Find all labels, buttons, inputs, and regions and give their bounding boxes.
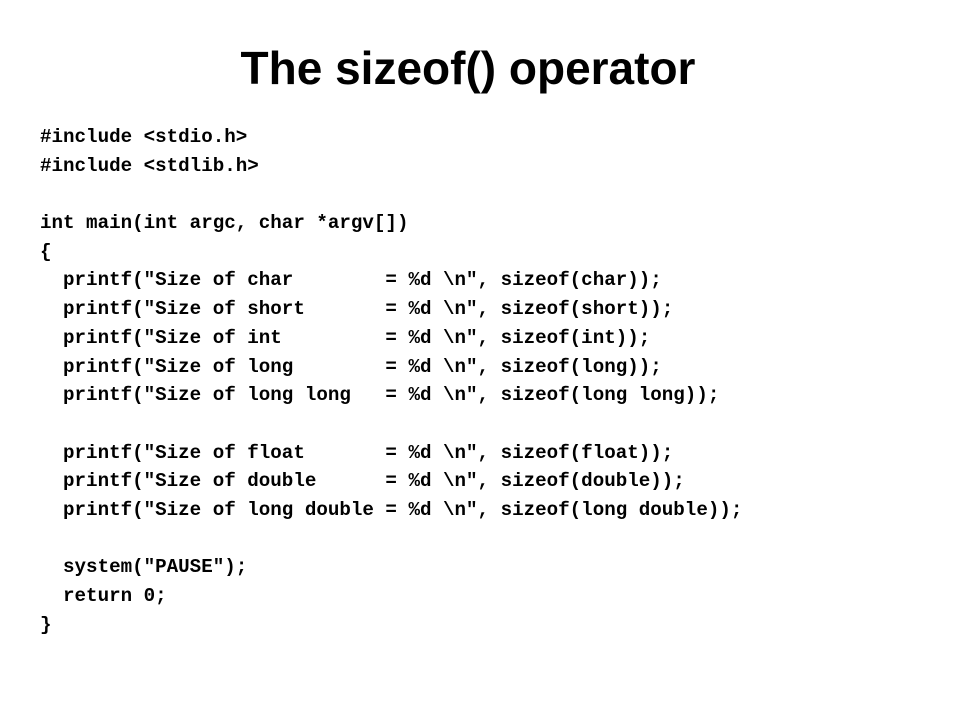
code-line: system("PAUSE");	[40, 556, 248, 579]
code-line: int main(int argc, char *argv[])	[40, 212, 409, 235]
code-line: printf("Size of int = %d \n", sizeof(int…	[40, 326, 651, 349]
code-line: return 0;	[40, 585, 167, 607]
code-line	[40, 180, 742, 209]
code-line: #include <stdio.h>	[40, 126, 248, 148]
code-line: printf("Size of long = %d \n", sizeof(lo…	[40, 355, 662, 378]
code-line: {	[40, 240, 52, 263]
code-line: #include <stdlib.h>	[40, 154, 259, 177]
code-line: printf("Size of float = %d \n", sizeof(f…	[40, 441, 674, 464]
code-line: printf("Size of long long = %d \n", size…	[40, 384, 720, 407]
code-line: printf("Size of short = %d \n", sizeof(s…	[40, 298, 674, 321]
slide-title: The sizeof() operator	[240, 42, 696, 94]
code-line: }	[40, 613, 52, 636]
code-line	[40, 410, 742, 439]
code-line	[40, 525, 742, 554]
code-line: printf("Size of long double = %d \n", si…	[40, 498, 743, 521]
code-line: printf("Size of char = %d \n", sizeof(ch…	[40, 269, 662, 292]
code-line: printf("Size of double = %d \n", sizeof(…	[40, 470, 685, 493]
code-block: #include <stdio.h> #include <stdlib.h> int…	[40, 123, 742, 639]
